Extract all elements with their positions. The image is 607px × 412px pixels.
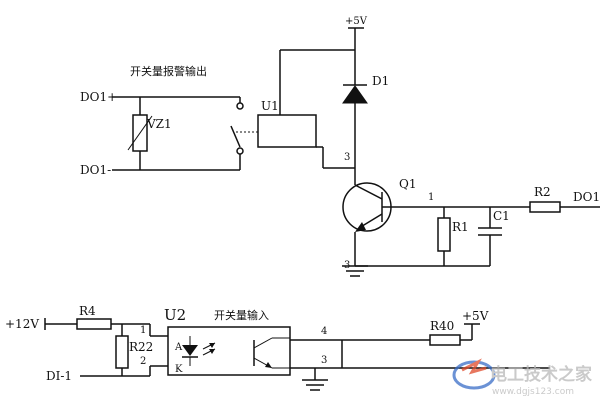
ground-icon-u2 [302, 379, 328, 391]
r22-body [115, 335, 129, 369]
input-title: 开关量输入 [214, 308, 269, 322]
c1-label: C1 [493, 209, 510, 223]
d1-label: D1 [372, 74, 389, 88]
contact-top-circle [236, 102, 244, 110]
di1-label: DI-1 [46, 369, 72, 383]
plus5v-bottom-label: +5V [462, 309, 489, 323]
pin3-label: 3 [321, 355, 327, 366]
do1-label: DO1 [573, 190, 600, 204]
r4-label: R4 [79, 304, 96, 318]
alarm-output-section: +5V 开关量报警输出 DO1+ DO1- VZ1 U1 [80, 16, 600, 277]
u2-body [167, 326, 291, 376]
d1-triangle [342, 85, 368, 104]
r40-body [429, 334, 461, 346]
photo-tr-arrow [265, 362, 272, 368]
r1-label: R1 [452, 220, 469, 234]
pin2-label: 2 [140, 356, 146, 367]
plus12v-label: +12V [5, 317, 39, 331]
logo-swirl-icon [452, 360, 496, 390]
logo-bolt-icon [461, 358, 487, 375]
u1-label: U1 [261, 99, 279, 113]
photo-tr-collector [253, 337, 273, 349]
watermark-logo: 电工技术之家 www.dgjs123.com [452, 358, 592, 397]
collector-pin-mark: 3 [344, 152, 350, 163]
switch-input-section: +12V R4 R22 1 2 DI-1 U2 开关量输入 A K [5, 304, 550, 391]
vz1-slash [127, 115, 153, 151]
do1-minus-label: DO1- [80, 163, 111, 177]
r2-body [529, 201, 561, 213]
pin4-label: 4 [321, 326, 327, 337]
relay-coil-u1 [257, 114, 317, 148]
alarm-output-title: 开关量报警输出 [130, 64, 207, 78]
q1-emitter-arrow [355, 222, 366, 232]
r22-label: R22 [129, 340, 153, 354]
light-emission-arrows [202, 342, 216, 356]
plus5v-top-label: +5V [345, 16, 368, 27]
r1-body [437, 217, 451, 252]
watermark-url: www.dgjs123.com [492, 387, 574, 397]
cathode-label: K [175, 364, 183, 375]
do1-plus-label: DO1+ [80, 90, 117, 104]
led-triangle [182, 345, 198, 356]
q1-collector [354, 184, 383, 200]
contact-blade [230, 125, 241, 148]
r40-label: R40 [430, 319, 454, 333]
pin1-label: 1 [140, 325, 146, 336]
r4-body [76, 318, 112, 330]
watermark-brand: 电工技术之家 [490, 364, 592, 385]
anode-label: A [174, 342, 183, 353]
vz1-label: VZ1 [146, 117, 172, 131]
u2-label: U2 [164, 306, 186, 324]
r2-label: R2 [534, 185, 551, 199]
contact-bottom-circle [236, 147, 244, 155]
node1-label: 1 [428, 192, 434, 203]
q1-label: Q1 [399, 177, 416, 191]
